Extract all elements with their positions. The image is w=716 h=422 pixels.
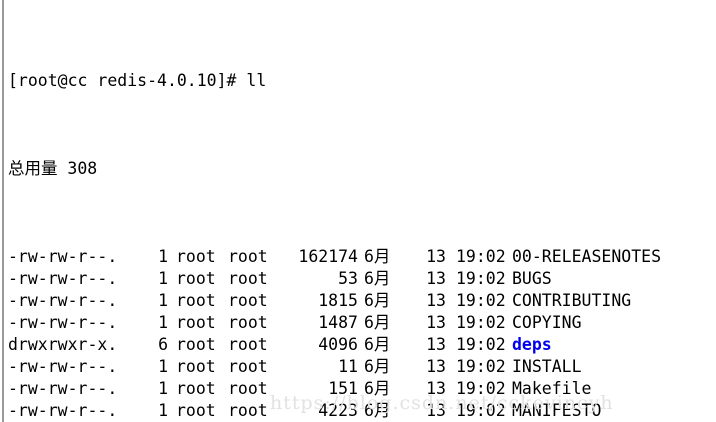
file-group: root — [228, 401, 268, 420]
file-time: 19:02 — [456, 269, 506, 288]
file-name[interactable]: Makefile — [512, 379, 592, 398]
file-name[interactable]: MANIFESTO — [512, 401, 602, 420]
file-name[interactable]: INSTALL — [512, 357, 582, 376]
file-permissions: -rw-rw-r--. — [8, 247, 118, 266]
file-permissions: -rw-rw-r--. — [8, 379, 118, 398]
file-month: 6月 — [364, 379, 391, 398]
file-permissions: -rw-rw-r--. — [8, 401, 118, 420]
file-month: 6月 — [364, 247, 391, 266]
file-owner: root — [176, 401, 216, 420]
file-permissions: -rw-rw-r--. — [8, 269, 118, 288]
total-size-line: 总用量 308 — [8, 159, 98, 178]
link-count: 1 — [158, 269, 168, 288]
file-day: 13 — [426, 269, 446, 288]
file-name[interactable]: deps — [512, 335, 552, 354]
window-edge-rule — [2, 0, 4, 422]
file-day: 13 — [426, 313, 446, 332]
file-owner: root — [176, 291, 216, 310]
file-day: 13 — [426, 335, 446, 354]
link-count: 1 — [158, 357, 168, 376]
file-month: 6月 — [364, 357, 391, 376]
file-size: 4096 — [318, 335, 358, 354]
file-owner: root — [176, 335, 216, 354]
file-listing-row: -rw-rw-r--. 1 root root 151 6月 13 19:02 Makefile — [0, 378, 716, 400]
file-permissions: -rw-rw-r--. — [8, 291, 118, 310]
file-month: 6月 — [364, 269, 391, 288]
file-permissions: -rw-rw-r--. — [8, 357, 118, 376]
file-time: 19:02 — [456, 401, 506, 420]
link-count: 1 — [158, 291, 168, 310]
file-size: 4223 — [318, 401, 358, 420]
file-group: root — [228, 269, 268, 288]
file-day: 13 — [426, 291, 446, 310]
link-count: 1 — [158, 379, 168, 398]
file-name[interactable]: COPYING — [512, 313, 582, 332]
file-name[interactable]: 00-RELEASENOTES — [512, 247, 662, 266]
link-count: 1 — [158, 401, 168, 420]
file-listing-row: -rw-rw-r--. 1 root root 162174 6月 13 19:02 00-RE… — [0, 246, 716, 268]
file-listing-row: -rw-rw-r--. 1 root root 1487 6月 13 19:02 COPYING — [0, 312, 716, 334]
file-size: 11 — [338, 357, 358, 376]
file-month: 6月 — [364, 335, 391, 354]
file-listing-row: -rw-rw-r--. 1 root root 53 6月 13 19:02 BUGS — [0, 268, 716, 290]
file-time: 19:02 — [456, 313, 506, 332]
file-day: 13 — [426, 247, 446, 266]
file-size: 151 — [328, 379, 358, 398]
file-time: 19:02 — [456, 379, 506, 398]
file-time: 19:02 — [456, 335, 506, 354]
file-listing-row: drwxrwxr-x. 6 root root 4096 6月 13 19:02 deps — [0, 334, 716, 356]
file-time: 19:02 — [456, 357, 506, 376]
file-size: 1487 — [318, 313, 358, 332]
file-listing-row: -rw-rw-r--. 1 root root 11 6月 13 19:02 INSTALL — [0, 356, 716, 378]
file-month: 6月 — [364, 313, 391, 332]
file-group: root — [228, 247, 268, 266]
file-group: root — [228, 335, 268, 354]
file-group: root — [228, 379, 268, 398]
file-group: root — [228, 357, 268, 376]
file-size: 1815 — [318, 291, 358, 310]
file-permissions: drwxrwxr-x. — [8, 335, 118, 354]
file-owner: root — [176, 313, 216, 332]
file-size: 162174 — [298, 247, 358, 266]
link-count: 1 — [158, 313, 168, 332]
link-count: 6 — [158, 335, 168, 354]
file-month: 6月 — [364, 291, 391, 310]
file-time: 19:02 — [456, 247, 506, 266]
file-owner: root — [176, 247, 216, 266]
file-owner: root — [176, 357, 216, 376]
file-time: 19:02 — [456, 291, 506, 310]
file-listing: -rw-rw-r--. 1 root root 162174 6月 13 19:02 00-RE… — [0, 246, 716, 422]
file-listing-row: -rw-rw-r--. 1 root root 1815 6月 13 19:02 CONTRIB… — [0, 290, 716, 312]
file-name[interactable]: CONTRIBUTING — [512, 291, 632, 310]
file-owner: root — [176, 269, 216, 288]
file-group: root — [228, 313, 268, 332]
file-day: 13 — [426, 401, 446, 420]
file-day: 13 — [426, 357, 446, 376]
file-group: root — [228, 291, 268, 310]
link-count: 1 — [158, 247, 168, 266]
file-month: 6月 — [364, 401, 391, 420]
file-day: 13 — [426, 379, 446, 398]
file-name[interactable]: BUGS — [512, 269, 552, 288]
file-owner: root — [176, 379, 216, 398]
file-size: 53 — [338, 269, 358, 288]
file-listing-row: -rw-rw-r--. 1 root root 4223 6月 13 19:02 MANIFES… — [0, 400, 716, 422]
file-permissions: -rw-rw-r--. — [8, 313, 118, 332]
shell-prompt-line: [root@cc redis-4.0.10]# ll — [8, 71, 267, 90]
